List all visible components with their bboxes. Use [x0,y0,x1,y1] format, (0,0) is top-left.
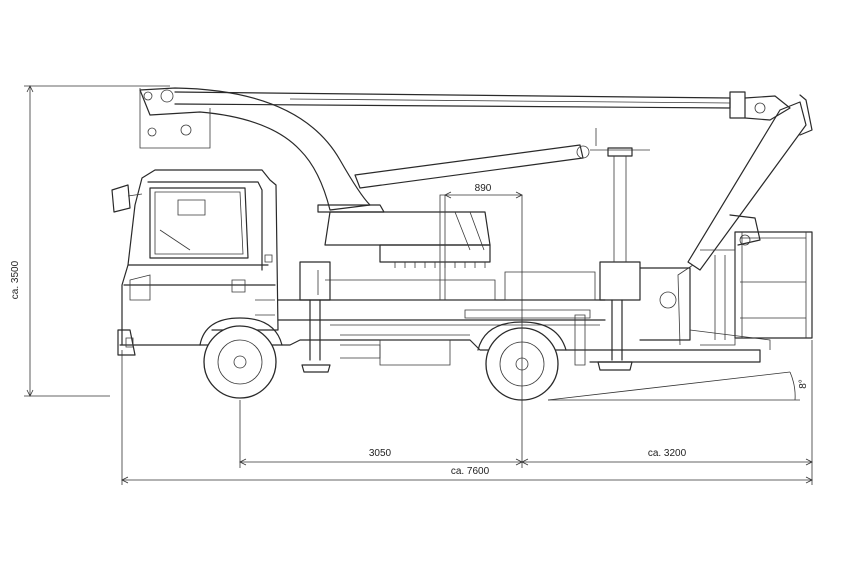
rear-overhang-dimension-label: ca. 3200 [648,448,687,459]
rear-outrigger [574,261,641,371]
height-dimension-label: ca. 3500 [10,260,21,299]
work-basket [729,214,813,339]
total-length-dimension-label: ca. 7600 [451,466,490,477]
front-outrigger [299,261,331,373]
turret-offset-dimension-label: 890 [475,183,492,194]
wheelbase-dimension-label: 3050 [369,448,392,459]
dimension-lines [24,85,813,485]
jib-arm [677,94,813,346]
chassis-frame [199,271,761,366]
turret [317,194,491,301]
truck-cab [111,169,279,356]
front-wheel [199,317,283,399]
telescopic-boom [174,91,791,121]
ramp-angle-label: 8° [798,379,809,389]
boom-cylinder [354,128,650,262]
knuckle-boom [139,87,371,211]
rear-equipment [639,249,771,350]
